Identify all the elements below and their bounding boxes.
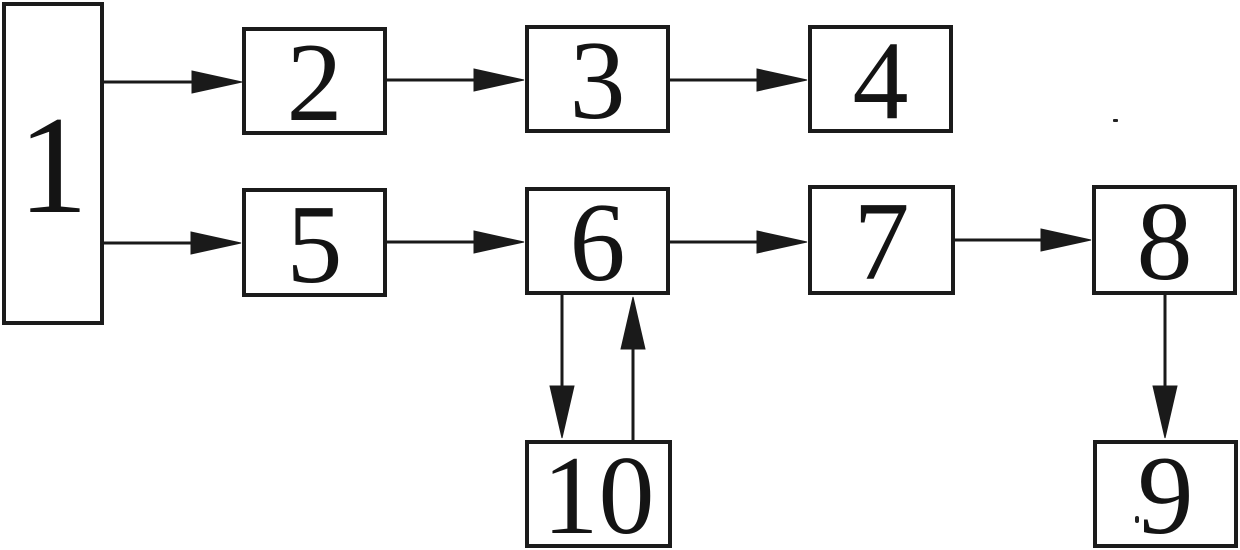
arrowhead-right-icon [756, 230, 808, 254]
edge-3-to-4 [670, 68, 808, 92]
node-label: 7 [853, 180, 910, 304]
node-label: 4 [852, 19, 909, 143]
flow-node-10: 10 [525, 434, 672, 550]
arrowhead-down-icon [1152, 385, 1178, 439]
edge-10-to-6 [620, 296, 646, 440]
flow-node-6: 6 [525, 187, 670, 299]
node-label: 8 [1136, 180, 1193, 304]
arrowhead-right-icon [756, 68, 808, 92]
flow-node-1: 1 [2, 2, 104, 325]
arrowhead-up-icon [620, 296, 646, 350]
flow-node-9: 9 [1093, 434, 1238, 550]
node-label: 5 [286, 182, 343, 307]
edge-1-to-5 [104, 231, 242, 255]
arrowhead-right-icon [190, 231, 242, 255]
edge-6-to-10 [549, 295, 575, 439]
flow-node-8: 8 [1092, 180, 1237, 304]
edge-2-to-3 [387, 68, 525, 92]
arrowhead-right-icon [1040, 228, 1092, 252]
node-label: 3 [569, 19, 626, 143]
flow-node-2: 2 [242, 27, 387, 139]
scan-artifact-dot [1113, 119, 1118, 122]
edge-7-to-8 [955, 228, 1092, 252]
flow-node-3: 3 [525, 25, 670, 137]
flow-node-7: 7 [808, 180, 955, 304]
edge-8-to-9 [1152, 295, 1178, 439]
flow-node-5: 5 [242, 188, 387, 301]
edge-5-to-6 [387, 230, 525, 254]
flow-node-4: 4 [808, 25, 953, 137]
node-label: 9 [1137, 434, 1194, 550]
arrowhead-right-icon [473, 230, 525, 254]
scan-artifact-dot [1135, 516, 1139, 523]
arrowhead-right-icon [191, 70, 243, 94]
arrowhead-right-icon [473, 68, 525, 92]
node-label: 2 [286, 21, 343, 145]
edge-1-to-2 [104, 70, 243, 94]
node-label: 1 [18, 87, 88, 243]
edge-6-to-7 [670, 230, 808, 254]
arrowhead-down-icon [549, 385, 575, 439]
node-label: 6 [569, 181, 626, 305]
node-label: 10 [542, 434, 655, 550]
